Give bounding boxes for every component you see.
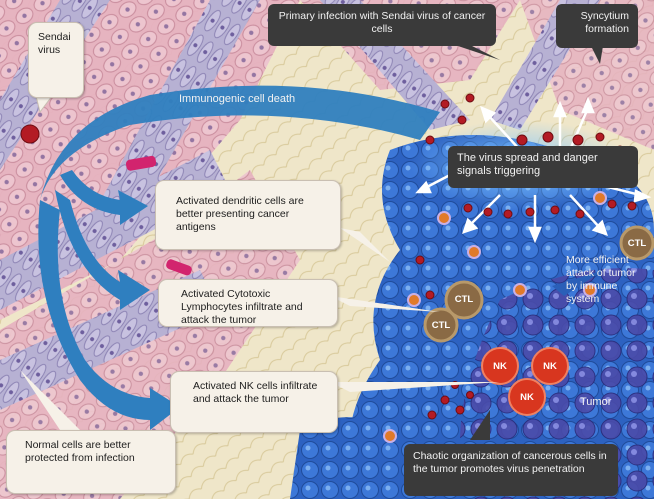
sendai-virus-callout: Sendai virus xyxy=(28,22,84,98)
ctl-infiltrate-callout: Activated Cytotoxic Lymphocytes infiltra… xyxy=(158,279,338,327)
nk-cell-label: NK xyxy=(485,361,515,372)
dendritic-cells-callout: Activated dendritic cells are better pre… xyxy=(155,180,341,250)
ctl-cell-label: CTL xyxy=(449,294,479,305)
tumor-label: Tumor xyxy=(580,396,630,409)
primary-infection-callout: Primary infection with Sendai virus of c… xyxy=(268,4,496,46)
nk-cell-label: NK xyxy=(512,392,542,403)
nk-infiltrate-callout: Activated NK cells infiltrate and attack… xyxy=(170,371,338,433)
normal-cells-callout: Normal cells are better protected from i… xyxy=(6,430,176,494)
syncytium-callout: Syncytium formation xyxy=(556,4,638,48)
ctl-cell-label: CTL xyxy=(426,320,456,331)
virus-spread-callout: The virus spread and danger signals trig… xyxy=(448,146,638,188)
efficient-attack-label: More efficient attack of tumor by immune… xyxy=(566,254,644,306)
nk-cell-label: NK xyxy=(535,361,565,372)
chaotic-organization-callout: Chaotic organization of cancerous cells … xyxy=(404,444,618,496)
ctl-cell-label: CTL xyxy=(622,238,652,249)
immunogenic-death-label: Immunogenic cell death xyxy=(179,93,339,106)
